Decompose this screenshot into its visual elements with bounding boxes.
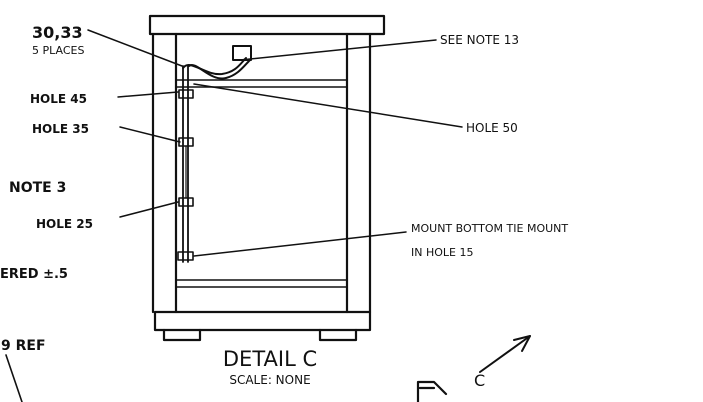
callout-hole-25: HOLE 25: [36, 217, 93, 231]
callout-hole-50: HOLE 50: [466, 121, 518, 135]
junction-box: [232, 45, 252, 61]
callout-hole-35: HOLE 35: [32, 122, 89, 136]
view-arrow-c: [479, 335, 531, 373]
callout-item-numbers: 30,33: [32, 23, 83, 42]
callout-mount-line2: IN HOLE 15: [411, 246, 473, 259]
callout-ref: 9 REF: [1, 338, 46, 354]
leader-lines: [5, 29, 463, 402]
callout-places: 5 PLACES: [32, 44, 84, 57]
partial-component: [416, 380, 448, 402]
cable-harness: [182, 45, 252, 80]
tie-hole-45: [178, 89, 194, 99]
detail-title: DETAIL C: [223, 347, 317, 371]
cabinet-frame: [148, 14, 386, 342]
callout-mount-line1: MOUNT BOTTOM TIE MOUNT: [411, 222, 568, 235]
callout-hole-45: HOLE 45: [30, 92, 87, 106]
detail-scale: SCALE: NONE: [229, 373, 310, 387]
callout-note-3: NOTE 3: [9, 180, 66, 196]
callout-tolerance: ERED ±.5: [0, 267, 68, 282]
view-marker: C: [474, 371, 485, 390]
tie-hole-25: [178, 197, 194, 207]
cable-tie-bar: [177, 65, 194, 263]
tie-hole-15: [177, 251, 194, 261]
callout-see-note: SEE NOTE 13: [440, 33, 519, 47]
tie-hole-35: [178, 137, 194, 147]
